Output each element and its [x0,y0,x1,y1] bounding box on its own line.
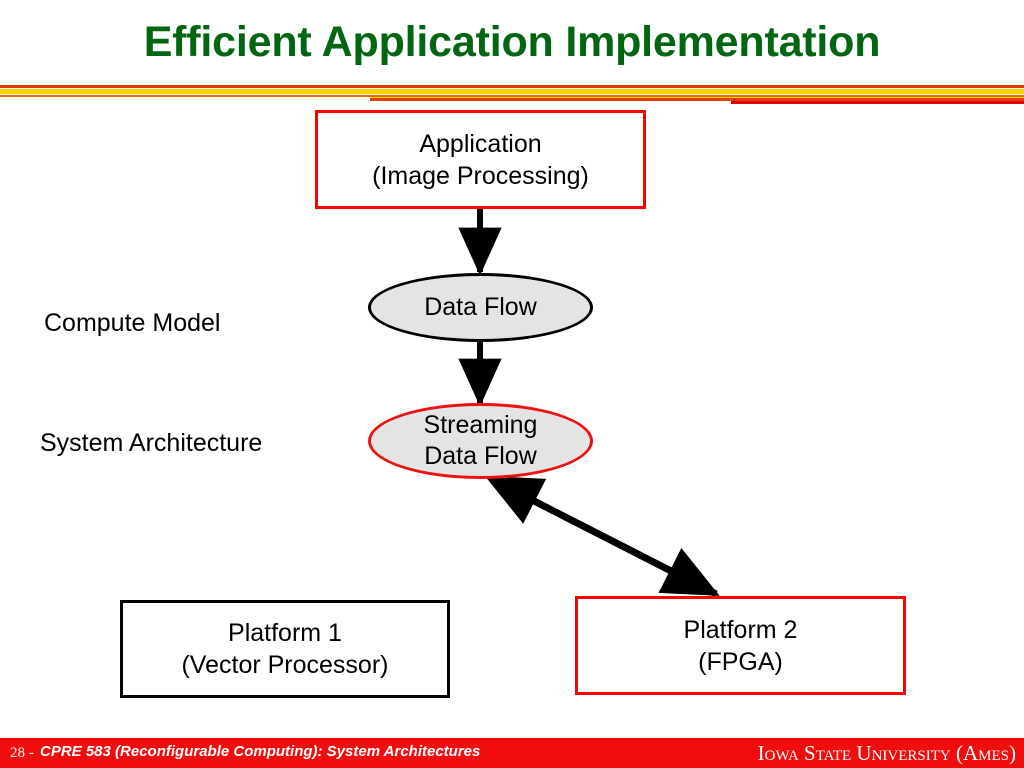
node-application[interactable]: Application (Image Processing) [315,110,646,209]
node-streaming-data-flow-line2: Data Flow [424,442,537,470]
node-platform-2-line2: (FPGA) [698,647,783,676]
divider-rule-secondary-yellow [370,97,1024,98]
stage-label-compute-model: Compute Model [44,309,221,337]
divider-rule-yellow [0,89,1024,94]
node-streaming-data-flow[interactable]: Streaming Data Flow [368,403,593,479]
divider-rule-secondary-orange [370,98,1024,101]
node-streaming-data-flow-line1: Streaming [423,410,538,439]
page-title: Efficient Application Implementation [143,18,881,66]
divider-rule-red-top [0,85,1024,88]
footer-bar [0,738,1024,768]
node-platform-1-line1: Platform 1 [228,619,342,647]
node-platform-2-line1: Platform 2 [683,615,798,644]
arrow-streaming-to-platform2 [484,475,720,598]
stage-label-system-architecture: System Architecture [40,429,263,457]
footer-slide-number: 28 - [10,745,34,761]
node-application-line1: Application [419,129,542,158]
node-data-flow-label: Data Flow [424,292,537,321]
node-platform-2[interactable]: Platform 2 (FPGA) [575,596,906,695]
node-platform-1-line2: (Vector Processor) [181,651,389,679]
footer-institution-name: Iowa State University (Ames) [757,741,1016,765]
node-platform-1[interactable]: Platform 1 (Vector Processor) [120,600,450,698]
divider-rule-short-red [731,101,1024,104]
footer-course-title: CPRE 583 (Reconfigurable Computing): Sys… [40,743,481,760]
divider-rule-orange-bottom [0,95,1024,97]
node-data-flow[interactable]: Data Flow [368,273,593,342]
node-application-line2: (Image Processing) [372,161,589,190]
